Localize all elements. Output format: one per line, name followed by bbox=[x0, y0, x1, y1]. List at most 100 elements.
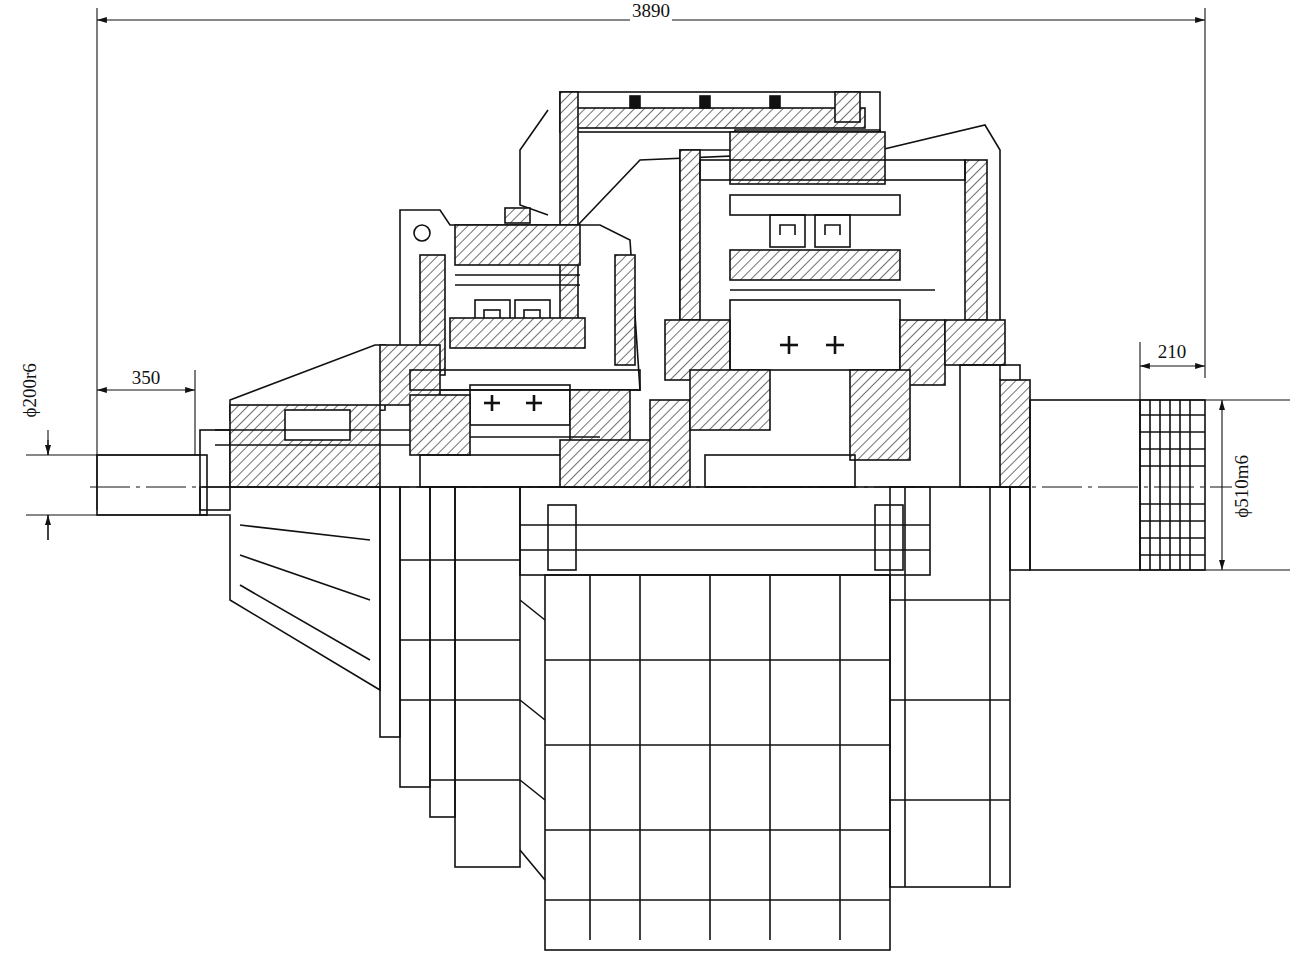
output-shaft-part bbox=[1030, 400, 1140, 570]
housing-exterior-part bbox=[839, 575, 841, 940]
second-stage-housing-part bbox=[705, 455, 855, 487]
dimension-lines bbox=[26, 8, 1290, 570]
first-stage-housing-part bbox=[455, 225, 580, 265]
top-frame-part bbox=[560, 92, 578, 327]
housing-exterior-part bbox=[769, 575, 771, 940]
housing-exterior-part bbox=[380, 487, 400, 737]
dimension-lines-part bbox=[1204, 8, 1205, 378]
dimension-lines-part bbox=[47, 430, 48, 455]
second-stage-housing-part bbox=[680, 150, 700, 320]
housing-exterior bbox=[200, 487, 1030, 950]
dimension-label: ϕ510m6 bbox=[1232, 453, 1253, 520]
first-stage-housing-part bbox=[560, 440, 660, 487]
top-frame-part bbox=[630, 96, 640, 108]
second-stage-housing-part bbox=[780, 225, 795, 235]
second-stage-housing-part bbox=[730, 289, 935, 291]
first-stage-housing-part bbox=[455, 274, 580, 276]
input-shaft-part bbox=[215, 444, 410, 446]
housing-exterior-part bbox=[875, 505, 903, 570]
housing-exterior-part bbox=[240, 555, 370, 600]
housing-exterior-part bbox=[548, 505, 576, 570]
dimension-label: 350 bbox=[130, 368, 163, 389]
housing-exterior-part bbox=[989, 487, 991, 887]
first-stage-housing bbox=[380, 208, 660, 487]
housing-exterior-part bbox=[240, 585, 370, 660]
housing-exterior-part bbox=[430, 779, 520, 781]
dimension-lines-part bbox=[194, 370, 195, 455]
dimension-lines-part bbox=[97, 389, 195, 390]
housing-exterior-part bbox=[200, 487, 380, 690]
output-shaft-part bbox=[1169, 400, 1171, 570]
output-shaft-part bbox=[1149, 400, 1151, 570]
bearing-symbol-part bbox=[788, 336, 791, 354]
input-shaft-part bbox=[285, 410, 350, 440]
dimension-label: 3890 bbox=[630, 1, 672, 22]
housing-exterior-part bbox=[545, 829, 890, 831]
second-stage-housing-part bbox=[700, 160, 965, 180]
second-stage-housing-part bbox=[690, 370, 770, 430]
housing-exterior-part bbox=[240, 525, 370, 540]
dimension-lines-part bbox=[47, 515, 48, 540]
housing-exterior-part bbox=[545, 575, 890, 950]
dimension-lines-part bbox=[1221, 400, 1222, 570]
first-stage-housing-part bbox=[615, 255, 635, 365]
housing-exterior-part bbox=[545, 744, 890, 746]
input-shaft bbox=[97, 345, 410, 515]
input-shaft-part bbox=[200, 430, 230, 510]
housing-exterior-part bbox=[1010, 487, 1030, 570]
first-stage-housing-part bbox=[470, 385, 570, 425]
second-stage-housing-part bbox=[825, 225, 840, 235]
dimension-lines-part bbox=[1140, 365, 1205, 366]
first-stage-housing-part bbox=[450, 318, 585, 348]
housing-exterior-part bbox=[890, 599, 1010, 601]
housing-exterior-part bbox=[890, 487, 1010, 887]
housing-exterior-part bbox=[520, 487, 930, 575]
housing-exterior-part bbox=[545, 899, 890, 901]
dimension-label: ϕ200r6 bbox=[20, 361, 41, 419]
housing-exterior-part bbox=[430, 487, 455, 817]
second-stage-housing-part bbox=[730, 132, 885, 184]
housing-exterior-part bbox=[545, 659, 890, 661]
second-stage-housing-part bbox=[965, 160, 987, 320]
housing-exterior-part bbox=[890, 699, 1010, 701]
top-frame-part bbox=[835, 92, 860, 122]
output-shaft bbox=[1030, 400, 1205, 570]
housing-exterior-part bbox=[520, 524, 930, 526]
input-shaft-part bbox=[215, 429, 410, 431]
top-frame-part bbox=[770, 96, 780, 108]
second-stage-housing-part bbox=[730, 250, 900, 280]
input-shaft-part bbox=[230, 405, 380, 487]
housing-exterior-part bbox=[400, 559, 520, 561]
first-stage-housing-part bbox=[410, 395, 470, 455]
housing-exterior-part bbox=[890, 799, 1010, 801]
top-frame-part bbox=[560, 92, 880, 132]
housing-exterior-part bbox=[709, 575, 711, 940]
second-stage-housing-part bbox=[815, 215, 850, 247]
dimension-lines-part bbox=[47, 515, 48, 540]
second-stage-housing-part bbox=[650, 400, 690, 487]
second-stage-housing-part bbox=[850, 370, 910, 460]
second-stage-housing-part bbox=[1000, 380, 1030, 487]
output-shaft-part bbox=[1179, 400, 1181, 570]
first-stage-housing-part bbox=[505, 208, 530, 223]
bearing-symbol-part bbox=[834, 336, 837, 354]
second-stage-housing-part bbox=[945, 320, 1005, 365]
top-frame bbox=[520, 92, 880, 327]
top-frame-part bbox=[700, 96, 710, 108]
second-stage-housing-part bbox=[770, 215, 805, 247]
first-stage-housing-part bbox=[455, 284, 580, 286]
housing-exterior-part bbox=[520, 600, 545, 880]
output-shaft-part bbox=[1159, 400, 1161, 570]
housing-exterior-part bbox=[904, 487, 906, 887]
input-shaft-part bbox=[97, 455, 207, 515]
bearing-symbol-part bbox=[533, 395, 536, 411]
housing-exterior-part bbox=[400, 699, 520, 701]
housing-exterior-part bbox=[589, 575, 591, 940]
housing-exterior-part bbox=[520, 549, 930, 551]
output-shaft-part bbox=[1140, 400, 1205, 570]
dimension-lines-part bbox=[1139, 342, 1140, 400]
housing-exterior-part bbox=[400, 487, 430, 787]
top-frame-part bbox=[520, 110, 548, 215]
